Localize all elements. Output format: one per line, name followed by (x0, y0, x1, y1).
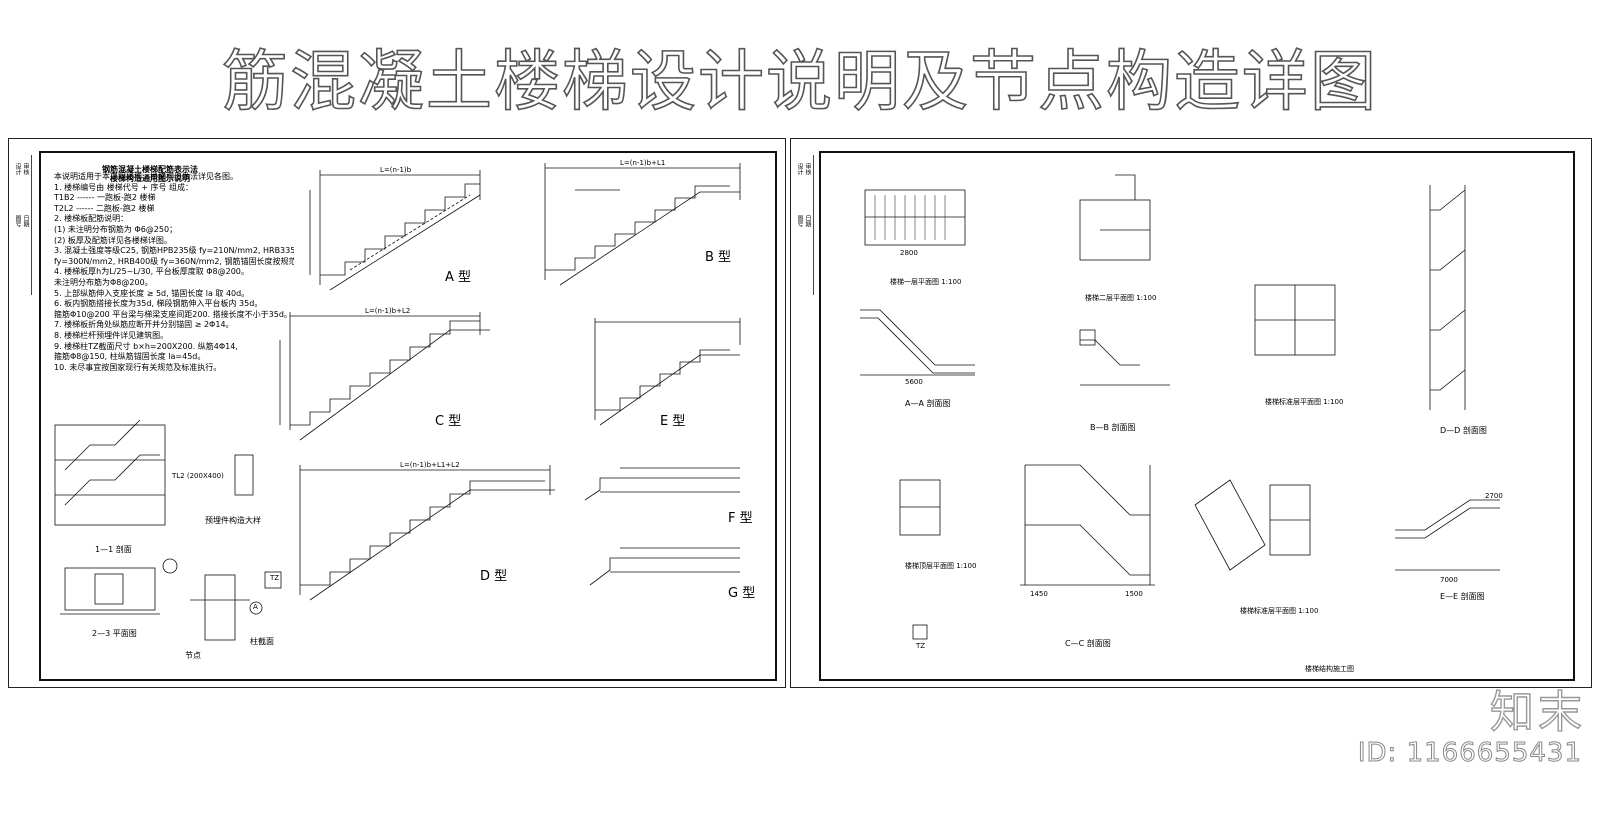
plan-4-label: 楼梯顶层平面图 1:100 (905, 562, 977, 570)
plan-4-drawing (899, 479, 941, 640)
dim-1: 2800 (900, 249, 918, 257)
stair-type-b-label: B 型 (705, 250, 732, 265)
plan-3-drawing (1254, 284, 1336, 356)
plan-1-drawing (864, 189, 966, 246)
image-id: ID: 1166655431 (1357, 738, 1582, 769)
plan-2-drawing (1079, 174, 1151, 261)
note-line: 3. 混凝土强度等级C25, 钢筋HPB235级 fy=210N/mm2, HR… (54, 246, 294, 256)
left-title-block-strip: 设计审核 图号日期 (9, 155, 32, 295)
stair-type-d-drawing (299, 465, 555, 601)
note-line: 5. 上部纵筋伸入支座长度 ≥ 5d, 锚固长度 la 取 40d。 (54, 288, 250, 298)
stair-type-e-label: E 型 (660, 414, 686, 429)
section-b-b-label: B—B 剖面图 (1090, 423, 1136, 432)
note-line: 8. 楼梯栏杆预埋件详见建筑图。 (54, 330, 169, 340)
dim-4: 1500 (1125, 590, 1143, 598)
section-a-a-label: A—A 剖面图 (905, 399, 951, 408)
beam-label: TL2 (200X400) (172, 472, 224, 480)
stair-type-c-label: C 型 (435, 414, 462, 429)
section-b-b-drawing (1079, 329, 1170, 386)
marker-a: A (253, 603, 258, 611)
stair-type-a-drawing (309, 170, 481, 291)
section-e-e-drawing (1395, 499, 1500, 571)
right-sheet: 设计审核 图号日期 (790, 138, 1592, 688)
note-line: 本说明适用于本工程楼梯，楼梯构造做法详见各图。 (54, 172, 238, 181)
section-e-e-label: E—E 剖面图 (1440, 592, 1485, 601)
stair-type-f-drawing (584, 467, 740, 501)
plan-rotated-label: 楼梯标准层平面图 1:100 (1240, 607, 1319, 615)
tz-label-left: TZ (270, 574, 280, 582)
section-2-3-label: 2—3 平面图 (92, 629, 137, 638)
note-line: 4. 楼梯板厚h为L/25~L/30, 平台板厚度取 Φ8@200。 (54, 267, 249, 277)
formula-b: L=(n-1)b+L1 (620, 159, 666, 167)
formula-c: L=(n-1)b+L2 (365, 307, 411, 315)
note-line: 7. 楼梯板折角处纵筋应断开并分别锚固 ≥ 2Φ14。 (54, 320, 234, 330)
plan-3-label: 楼梯标准层平面图 1:100 (1265, 398, 1344, 406)
drawing-title: 筋混凝土楼梯设计说明及节点构造详图 (221, 42, 1378, 121)
note-line: 10. 未尽事宜按国家现行有关规范及标准执行。 (54, 362, 222, 372)
note-line: 2. 楼梯板配筋说明： (54, 214, 129, 224)
stair-type-a-label: A 型 (445, 270, 472, 285)
formula-a: L=(n-1)b (380, 166, 412, 174)
design-notes: 本说明适用于本工程楼梯，楼梯构造做法详见各图。1. 楼梯编号由 楼梯代号 + 序… (54, 172, 294, 373)
right-sheet-footer: 楼梯结构施工图 (1305, 665, 1354, 673)
stair-type-d-label: D 型 (480, 569, 508, 584)
note-line: 6. 板内钢筋搭接长度为35d, 梯段钢筋伸入平台板内 35d。 (54, 299, 263, 309)
plan-1-label: 楼梯一层平面图 1:100 (890, 278, 962, 286)
stair-type-g-label: G 型 (728, 586, 756, 601)
note-line: T1B2 ------ 一跑板-跑2 楼梯 (54, 193, 156, 203)
stair-type-c-drawing (279, 312, 490, 441)
tz-label-right: TZ (916, 642, 926, 650)
note-line: 箍筋Φ10@200 平台梁与梯梁支座间距200. 搭接长度不小于35d。 (54, 309, 292, 319)
note-line: 未注明分布筋为Φ8@200。 (54, 277, 153, 287)
stair-type-b-drawing (544, 163, 741, 286)
section-2-3-drawing (60, 567, 160, 615)
dim-6: 7000 (1440, 576, 1458, 584)
watermark-logo: 知末 (1489, 686, 1586, 738)
note-line: T2L2 ------ 二跑板-跑2 楼梯 (54, 203, 155, 213)
note-line: (1) 未注明分布钢筋为 Φ6@250； (54, 224, 178, 234)
node-label: 节点 (185, 651, 201, 660)
left-drawing-frame (39, 151, 777, 681)
notes-title: 钢筋混凝土楼梯配筋表示法 楼梯构造通用图示说明 (102, 165, 198, 183)
dim-2: 5600 (905, 378, 923, 386)
stair-type-e-drawing (594, 318, 741, 426)
plan-rotated-drawing (1194, 479, 1311, 571)
section-1-1-label: 1—1 剖面 (95, 545, 132, 554)
section-a-a-drawing (860, 309, 975, 376)
note-line: 9. 楼梯柱TZ截面尺寸 b×h=200X200. 纵筋4Φ14, (54, 341, 238, 351)
section-d-d-drawing (1429, 185, 1466, 410)
section-1-1-drawing (54, 419, 166, 526)
note-line: 1. 楼梯编号由 楼梯代号 + 序号 组成： (54, 182, 194, 192)
section-c-c-drawing (1020, 464, 1155, 586)
anchor-detail-label: 预埋件构造大样 (205, 516, 261, 525)
section-d-d-label: D—D 剖面图 (1440, 426, 1487, 435)
dim-5: 2700 (1485, 492, 1503, 500)
section-c-c-label: C—C 剖面图 (1065, 639, 1111, 648)
note-line: fy=300N/mm2, HRB400级 fy=360N/mm2, 钢筋锚固长度… (54, 256, 294, 266)
formula-d: L=(n-1)b+L1+L2 (400, 461, 460, 469)
plan-2-label: 楼梯二层平面图 1:100 (1085, 294, 1157, 302)
column-section-label: 柱截面 (250, 637, 274, 646)
right-drawing-frame (819, 151, 1575, 681)
left-sheet: 设计审核 图号日期 (8, 138, 786, 688)
stair-type-g-drawing (589, 547, 740, 586)
note-line: 箍筋Φ8@150, 柱纵筋锚固长度 la=45d。 (54, 352, 206, 362)
node-details-drawing (162, 454, 282, 641)
note-line: (2) 板厚及配筋详见各楼梯详图。 (54, 235, 172, 245)
stair-type-f-label: F 型 (728, 511, 753, 526)
right-title-block-strip: 设计审核 图号日期 (791, 155, 814, 295)
dim-3: 1450 (1030, 590, 1048, 598)
